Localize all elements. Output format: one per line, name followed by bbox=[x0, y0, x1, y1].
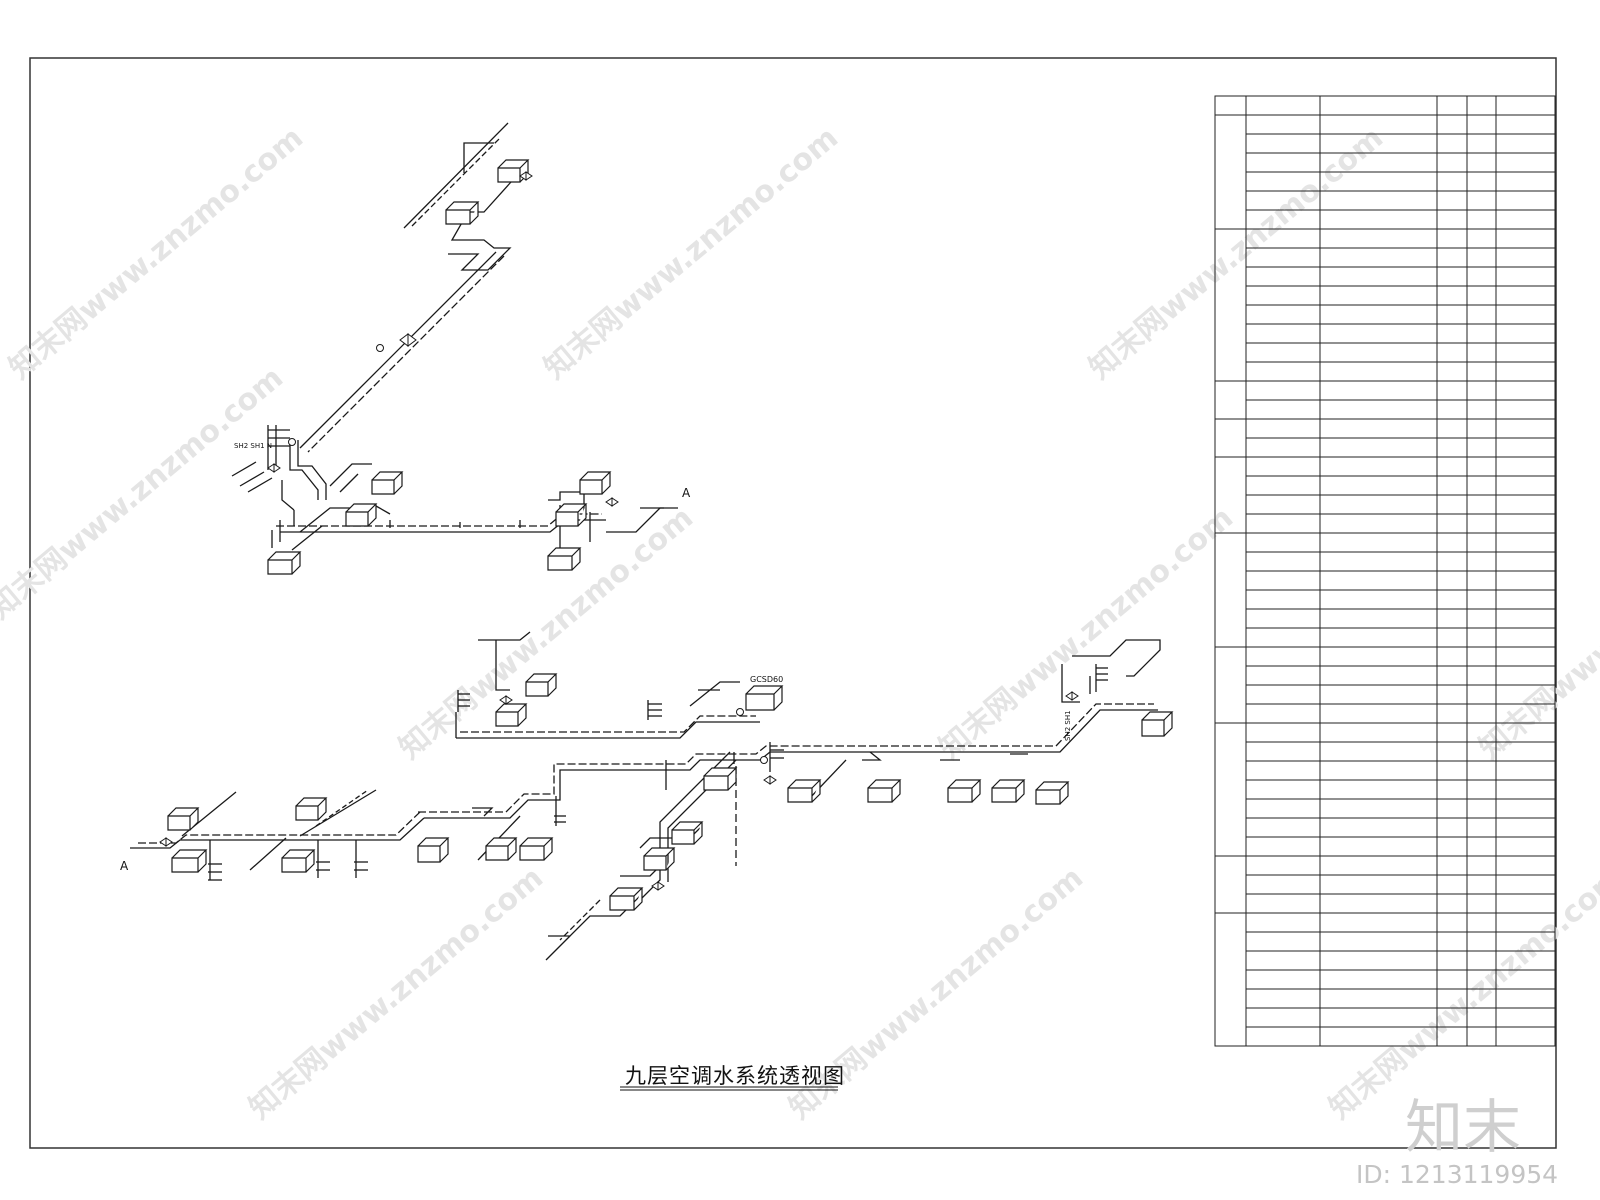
fan-coil-unit bbox=[485, 837, 518, 861]
fan-coil-unit bbox=[167, 807, 200, 831]
fan-coil-unit bbox=[519, 837, 554, 861]
lower-pipe-system bbox=[130, 631, 1161, 961]
fan-coil-unit bbox=[1141, 711, 1174, 737]
fan-coil-units bbox=[167, 159, 1174, 911]
watermark-text: 知末网www.znzmo.com bbox=[1473, 500, 1600, 766]
title-underline bbox=[620, 1086, 838, 1091]
fan-coil-unit bbox=[267, 551, 302, 575]
fan-coil-unit bbox=[371, 471, 404, 495]
fan-coil-unit bbox=[703, 767, 738, 791]
drawing-title: 九层空调水系统透视图 bbox=[625, 1064, 845, 1088]
valve-symbols bbox=[159, 171, 1079, 891]
fan-coil-unit bbox=[745, 685, 784, 711]
watermark-text: 知末网www.znzmo.com bbox=[3, 120, 310, 386]
fan-coil-unit bbox=[295, 797, 328, 821]
unit-tag: GCSD60 bbox=[750, 675, 783, 684]
brand-logo-text: 知末 bbox=[1405, 1093, 1522, 1161]
fan-coil-unit bbox=[547, 547, 582, 571]
watermark-text: 知末网www.znzmo.com bbox=[933, 500, 1240, 766]
equipment-schedule-table bbox=[1214, 95, 1556, 1047]
drawing-frame bbox=[29, 57, 1557, 1149]
watermark-text: 知末网www.znzmo.com bbox=[393, 500, 700, 766]
watermark-text: 知末网www.znzmo.com bbox=[1083, 120, 1390, 386]
section-mark-upper: A bbox=[682, 486, 691, 500]
fan-coil-unit bbox=[1035, 781, 1070, 805]
fan-coil-unit bbox=[417, 837, 450, 863]
watermark-text: 知末网www.znzmo.com bbox=[243, 860, 550, 1126]
riser-label-right: SH2 SH1 bbox=[1064, 710, 1072, 741]
fan-coil-unit bbox=[991, 779, 1026, 803]
watermark-layer: 知末网www.znzmo.com 知末网www.znzmo.com 知末网www… bbox=[0, 120, 1600, 1126]
fan-coil-unit bbox=[579, 471, 612, 495]
fan-coil-unit bbox=[787, 779, 822, 803]
fan-coil-unit bbox=[445, 201, 480, 225]
fan-coil-unit bbox=[171, 849, 208, 873]
fan-coil-unit bbox=[643, 847, 676, 871]
section-mark-lower: A bbox=[120, 859, 129, 873]
riser-label-upper: SH2 SH1 N bbox=[234, 442, 272, 450]
fan-coil-unit bbox=[555, 503, 588, 527]
image-id-label: ID: 1213119954 bbox=[1356, 1160, 1559, 1189]
fan-coil-unit bbox=[495, 703, 528, 727]
fan-coil-unit bbox=[867, 779, 902, 803]
fan-coil-unit bbox=[345, 503, 378, 527]
watermark-text: 知末网www.znzmo.com bbox=[538, 120, 845, 386]
fan-coil-unit bbox=[947, 779, 982, 803]
fan-coil-unit bbox=[671, 821, 704, 845]
fan-coil-unit bbox=[609, 887, 644, 911]
fan-coil-unit bbox=[281, 849, 316, 873]
watermark-text: 知末网www.znzmo.com bbox=[0, 360, 290, 626]
fan-coil-unit bbox=[525, 673, 558, 697]
